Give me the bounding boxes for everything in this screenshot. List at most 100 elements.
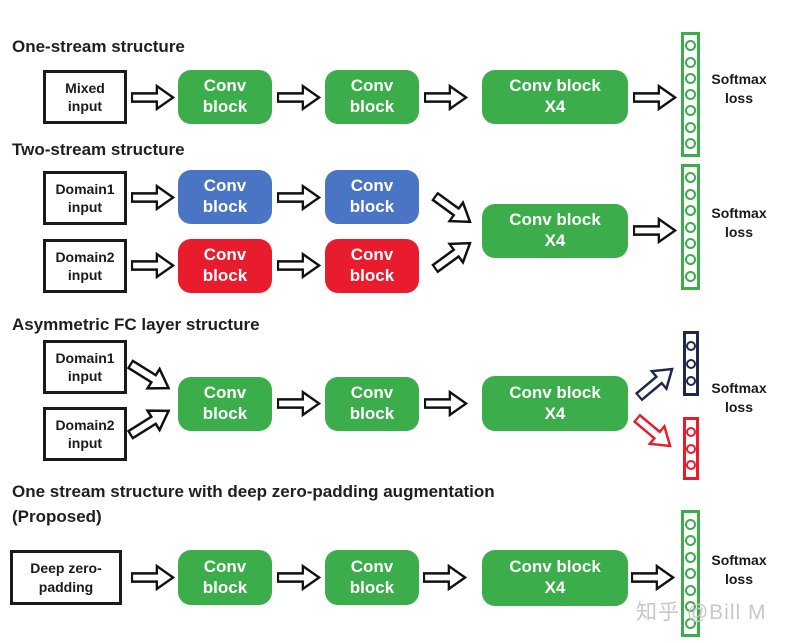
conv-block-x4: Conv block X4 — [482, 550, 628, 606]
merge-arrow-down-icon — [426, 185, 479, 234]
softmax-label-line1: Softmax — [711, 205, 767, 221]
input-label-line1: Domain1 — [55, 180, 115, 197]
softmax-label-line1: Softmax — [711, 380, 767, 396]
unit-circle — [686, 341, 696, 352]
block-arrow-icon — [277, 564, 321, 591]
split-arrow-red-icon — [628, 407, 681, 457]
unit-circle — [686, 358, 696, 369]
softmax-label-line2: loss — [724, 570, 753, 587]
softmax-label-line1: Softmax — [711, 552, 767, 568]
unit-circle — [686, 375, 696, 386]
block-arrow-icon — [424, 390, 468, 417]
conv-label-line1: Conv — [203, 383, 247, 403]
conv-block-x4: Conv block X4 — [482, 70, 628, 124]
unit-circle — [686, 426, 696, 437]
conv-block: Conv block — [178, 70, 272, 124]
block-arrow-icon — [277, 252, 321, 279]
softmax-label-line1: Softmax — [711, 71, 767, 87]
block-arrow-icon — [131, 184, 175, 211]
softmax-loss-label: Softmax loss — [700, 70, 778, 108]
conv-block: Conv block — [325, 550, 419, 605]
unit-circle — [685, 518, 696, 530]
input-box-domain2: Domain2 input — [43, 239, 127, 293]
unit-circle — [685, 237, 696, 249]
softmax-column — [681, 510, 700, 637]
input-label-line1: Domain2 — [55, 248, 115, 265]
section-title-two-stream: Two-stream structure — [12, 140, 185, 159]
conv-block-x4: Conv block X4 — [482, 376, 628, 431]
unit-circle — [685, 551, 696, 563]
input-label-line1: Domain2 — [55, 416, 115, 433]
unit-circle — [685, 40, 696, 52]
unit-circle — [685, 270, 696, 282]
conv-label-line1: Conv — [350, 76, 394, 96]
unit-circle — [685, 254, 696, 266]
conv-label-line2: block — [349, 197, 395, 216]
conv-label-line2: block — [202, 197, 248, 216]
input-box-domain1: Domain1 input — [43, 340, 127, 394]
input-box-mixed: Mixed input — [43, 70, 127, 124]
conv-label-line1: Conv — [203, 76, 247, 96]
conv-label-line2: block — [349, 577, 395, 597]
input-label-line1: Mixed — [65, 79, 105, 96]
input-label-line2: input — [67, 98, 103, 114]
unit-circle — [685, 72, 696, 84]
input-label-line1: Deep zero- — [30, 560, 102, 577]
block-arrow-icon — [277, 390, 321, 417]
conv-block-domain1: Conv block — [325, 170, 419, 224]
input-label-line2: input — [67, 199, 103, 215]
conv-label-line2: block — [349, 404, 395, 423]
unit-circle — [685, 56, 696, 68]
conv-x4-label-line2: X4 — [544, 403, 566, 423]
input-label-line2: padding — [38, 578, 94, 595]
unit-circle — [685, 601, 696, 612]
block-arrow-icon — [131, 252, 175, 279]
merge-arrow-down-icon — [122, 352, 177, 400]
conv-x4-label-line2: X4 — [544, 578, 566, 597]
conv-block-domain2: Conv block — [325, 239, 419, 293]
conv-label-line1: Conv — [350, 556, 394, 576]
block-arrow-icon — [423, 564, 467, 591]
unit-circle — [685, 535, 696, 546]
merge-arrow-up-icon — [122, 398, 177, 446]
unit-circle — [685, 205, 696, 217]
conv-label-line2: block — [202, 404, 248, 423]
input-label-line2: input — [67, 368, 103, 384]
input-box-domain2: Domain2 input — [43, 407, 127, 461]
conv-label-line1: Conv — [203, 176, 247, 196]
block-arrow-icon — [131, 564, 175, 591]
unit-circle — [685, 89, 696, 100]
conv-label-line2: block — [349, 266, 395, 285]
softmax-column-domain1 — [683, 331, 699, 396]
section-title-proposed-line2: (Proposed) — [12, 507, 102, 526]
input-box-domain1: Domain1 input — [43, 171, 127, 225]
conv-label-line2: block — [202, 577, 248, 597]
block-arrow-icon — [277, 184, 321, 211]
block-arrow-icon — [131, 84, 175, 111]
softmax-loss-label: Softmax loss — [700, 379, 778, 417]
softmax-label-line2: loss — [724, 398, 753, 415]
conv-label-line2: block — [349, 97, 395, 116]
conv-block: Conv block — [178, 550, 272, 605]
softmax-label-line2: loss — [724, 89, 753, 106]
conv-label-line2: block — [202, 97, 248, 116]
unit-circle — [685, 568, 696, 579]
block-arrow-icon — [633, 84, 677, 111]
section-title-one-stream: One-stream structure — [12, 37, 185, 56]
unit-circle — [685, 617, 696, 629]
unit-circle — [685, 584, 696, 596]
input-label-line1: Domain1 — [55, 349, 115, 366]
softmax-loss-label: Softmax loss — [700, 551, 778, 589]
softmax-loss-label: Softmax loss — [700, 204, 778, 242]
merge-arrow-up-icon — [426, 231, 479, 280]
conv-block: Conv block — [178, 377, 272, 431]
unit-circle — [685, 121, 696, 133]
softmax-column — [681, 164, 700, 290]
conv-label-line2: block — [202, 266, 248, 285]
softmax-column — [681, 32, 700, 157]
conv-block-domain1: Conv block — [178, 170, 272, 224]
input-box-deep-zero-padding: Deep zero- padding — [10, 550, 122, 605]
conv-label-line1: Conv — [203, 556, 247, 576]
conv-block: Conv block — [325, 70, 419, 124]
